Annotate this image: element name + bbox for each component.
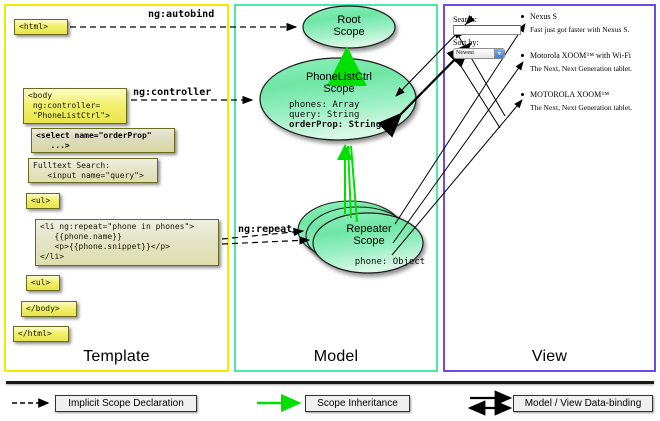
- code-box-ul-open: <ul>: [26, 193, 60, 209]
- sort-label: Sort by:: [453, 38, 479, 47]
- search-input[interactable]: [453, 25, 521, 35]
- code-box-html-open: <html>: [14, 19, 68, 35]
- code-box-fulltext-search: Fulltext Search: <input name="query">: [28, 158, 158, 183]
- sort-select-value: Newest: [456, 50, 474, 56]
- phone-name: Nexus S: [530, 12, 557, 21]
- code-box-li-repeat: <li ng:repeat="phone in phones"> {{phone…: [35, 219, 219, 266]
- phone-snippet: Fast just got faster with Nexus S.: [530, 25, 630, 34]
- code-box-html-close: </html>: [13, 326, 69, 342]
- code-box-body-close: </body>: [21, 301, 77, 317]
- column-model: Model: [234, 4, 438, 372]
- bullet-icon: [521, 93, 524, 96]
- legend-scope-inheritance: Scope Inheritance: [305, 395, 410, 412]
- bullet-icon: [521, 54, 524, 57]
- repeater-scope-props: phone: Object: [354, 257, 426, 267]
- column-label-template: Template: [83, 348, 150, 365]
- repeater-scope-title: Repeater Scope: [346, 223, 392, 247]
- code-box-body-open: <body ng:controller= "PhoneListCtrl">: [23, 88, 127, 124]
- phone-snippet: The Next, Next Generation tablet.: [530, 64, 633, 73]
- prop-phones: phones: Array: [289, 100, 360, 110]
- code-box-ul-close: <ul>: [26, 275, 60, 291]
- legend-connector-layer: [12, 390, 513, 416]
- sort-select[interactable]: Newest ▾: [453, 48, 505, 59]
- edge-label-ng-repeat: ng:repeat: [238, 224, 293, 235]
- phonelistctrl-scope-title: PhoneListCtrl Scope: [305, 71, 373, 95]
- prop-query: query: String: [289, 110, 360, 120]
- phone-snippet: The Next, Next Generation tablet.: [530, 103, 633, 112]
- prop-orderprop: orderProp: String: [289, 120, 382, 130]
- code-box-select-tag: <select name="orderProp" ...>: [31, 128, 175, 153]
- chevron-down-icon: ▾: [494, 49, 504, 58]
- search-label: Search:: [453, 15, 477, 24]
- legend-model-view-data-binding: Model / View Data-binding: [513, 395, 653, 412]
- legend-implicit-scope-declaration: Implicit Scope Declaration: [55, 395, 197, 412]
- column-label-model: Model: [313, 348, 359, 365]
- phone-name: MOTOROLA XOOM™: [530, 90, 610, 99]
- bullet-icon: [521, 15, 524, 18]
- edge-label-ng-controller: ng:controller: [133, 87, 212, 98]
- column-label-view: View: [531, 348, 568, 365]
- phone-name: Motorola XOOM™ with Wi-Fi: [530, 51, 631, 60]
- legend-divider: [6, 381, 654, 384]
- root-scope-title: Root Scope: [333, 14, 365, 38]
- edge-label-ng-autobind: ng:autobind: [148, 9, 215, 20]
